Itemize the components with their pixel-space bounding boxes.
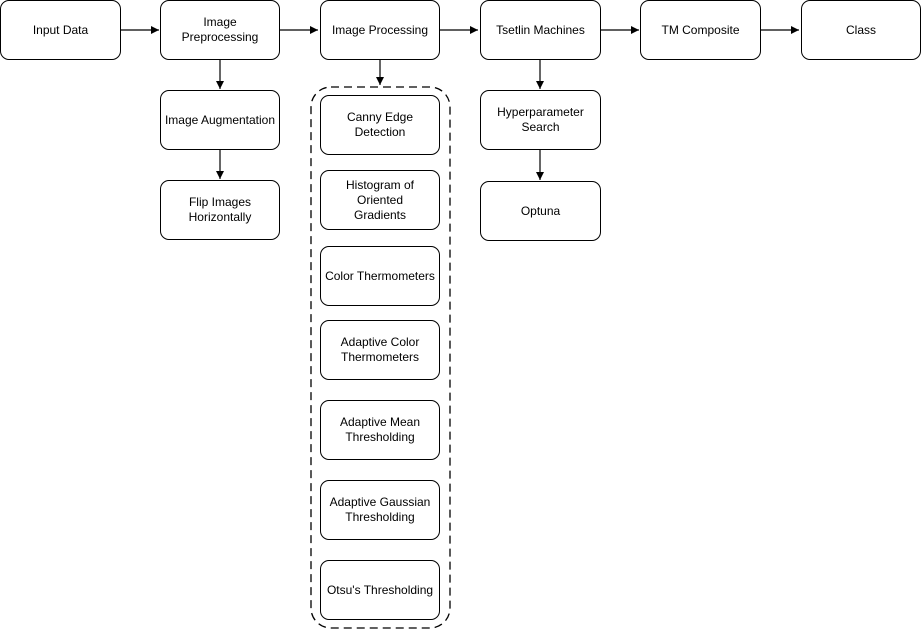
node-hyperparameter-search-label: Hyperparameter Search xyxy=(497,105,584,134)
node-image-preprocessing: Image Preprocessing xyxy=(160,0,280,60)
node-histogram-oriented-gradients: Histogram of Oriented Gradients xyxy=(320,170,440,230)
node-image-augmentation: Image Augmentation xyxy=(160,90,280,150)
node-adaptive-mean-thresholding-label: Adaptive Mean Thresholding xyxy=(339,415,421,444)
node-class: Class xyxy=(801,0,921,60)
node-adaptive-mean-thresholding: Adaptive Mean Thresholding xyxy=(320,400,440,460)
image-processing-methods-group xyxy=(310,86,451,629)
node-class-label: Class xyxy=(845,22,876,37)
node-image-processing-label: Image Processing xyxy=(331,22,429,37)
node-canny-edge-detection-label: Canny Edge Detection xyxy=(346,110,414,139)
node-flip-images: Flip Images Horizontally xyxy=(160,180,280,240)
node-color-thermometers-label: Color Thermometers xyxy=(325,268,435,283)
node-otsu-thresholding-label: Otsu's Thresholding xyxy=(326,582,434,597)
node-color-thermometers: Color Thermometers xyxy=(320,246,440,306)
node-canny-edge-detection: Canny Edge Detection xyxy=(320,95,440,155)
node-tm-composite-label: TM Composite xyxy=(661,22,740,37)
node-adaptive-gaussian-thresholding-label: Adaptive Gaussian Thresholding xyxy=(329,495,431,524)
node-tsetlin-machines: Tsetlin Machines xyxy=(480,0,601,60)
node-image-processing: Image Processing xyxy=(320,0,440,60)
node-tm-composite: TM Composite xyxy=(640,0,761,60)
node-otsu-thresholding: Otsu's Thresholding xyxy=(320,560,440,620)
node-optuna: Optuna xyxy=(480,181,601,241)
node-hyperparameter-search: Hyperparameter Search xyxy=(480,90,601,150)
node-optuna-label: Optuna xyxy=(520,203,561,218)
node-input-data: Input Data xyxy=(0,0,121,60)
node-adaptive-gaussian-thresholding: Adaptive Gaussian Thresholding xyxy=(320,480,440,540)
node-image-augmentation-label: Image Augmentation xyxy=(164,112,276,127)
node-adaptive-color-thermometers-label: Adaptive Color Thermometers xyxy=(340,335,420,364)
node-image-preprocessing-label: Image Preprocessing xyxy=(181,15,259,44)
node-tsetlin-machines-label: Tsetlin Machines xyxy=(496,22,585,37)
node-input-data-label: Input Data xyxy=(32,22,89,37)
node-flip-images-label: Flip Images Horizontally xyxy=(188,195,252,224)
node-histogram-oriented-gradients-label: Histogram of Oriented Gradients xyxy=(345,177,415,222)
node-adaptive-color-thermometers: Adaptive Color Thermometers xyxy=(320,320,440,380)
